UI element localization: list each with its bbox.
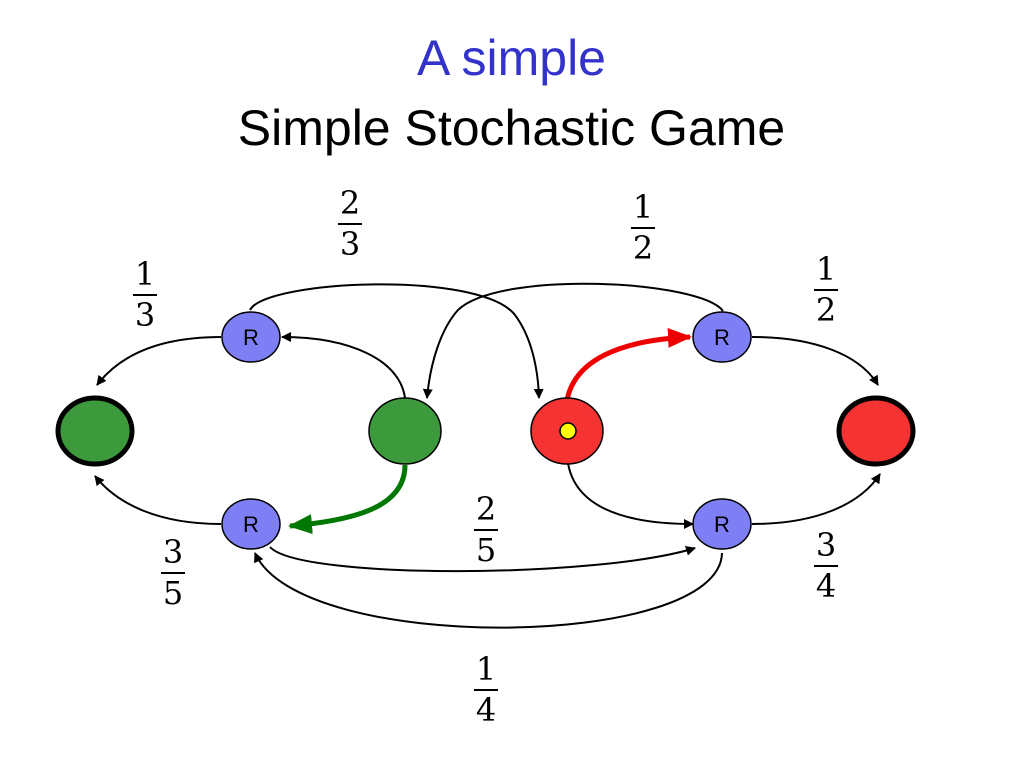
prob-denominator: 3 [340, 225, 360, 263]
prob-numerator: 2 [476, 490, 496, 528]
prob-top-left-to-min: 2 3 [338, 184, 362, 263]
edge-min-strategy-red [564, 327, 692, 401]
edge-rtl-to-min [249, 283, 544, 399]
edge-max-strategy-green [288, 464, 408, 535]
prob-denominator: 4 [816, 567, 836, 605]
prob-numerator: 3 [163, 533, 183, 571]
random-node-top-left: R [221, 311, 281, 363]
prob-bottom-left-to-left-sink: 3 5 [161, 533, 185, 612]
token-marker [559, 422, 577, 440]
random-node-label: R [243, 325, 259, 350]
prob-top-right-to-right-sink: 1 2 [814, 250, 838, 329]
random-node-label: R [714, 512, 730, 537]
prob-denominator: 5 [163, 574, 183, 612]
prob-denominator: 2 [633, 229, 653, 267]
edge-rbl-to-rbr [269, 545, 696, 573]
title-line-1: A simple [417, 30, 606, 86]
random-node-label: R [714, 325, 730, 350]
random-node-top-right: R [692, 311, 752, 363]
prob-bottom-right-to-bottom-left: 1 4 [474, 650, 498, 729]
prob-numerator: 1 [476, 650, 496, 688]
edge-rbr-to-rbl [254, 552, 723, 629]
prob-numerator: 2 [340, 184, 360, 222]
edge-rtl-to-left-sink [96, 336, 222, 386]
max-node [368, 397, 442, 465]
prob-top-left-to-left-sink: 1 3 [133, 255, 157, 334]
edge-min-to-rbr [567, 462, 694, 529]
prob-denominator: 2 [816, 291, 836, 329]
random-node-bottom-left: R [221, 498, 281, 550]
prob-numerator: 1 [135, 255, 155, 293]
prob-top-right-to-max: 1 2 [631, 188, 655, 267]
edge-rbl-to-left-sink [94, 475, 222, 525]
random-node-label: R [243, 512, 259, 537]
prob-denominator: 5 [476, 531, 496, 569]
right-sink-node [836, 395, 916, 467]
prob-bottom-right-to-right-sink: 3 4 [814, 526, 838, 605]
random-node-bottom-right: R [692, 498, 752, 550]
prob-numerator: 3 [816, 526, 836, 564]
edge-rbr-to-right-sink [751, 473, 881, 525]
left-sink-node [55, 395, 135, 467]
prob-bottom-left-to-bottom-right: 2 5 [474, 490, 498, 569]
edge-rtr-to-max [422, 282, 724, 399]
prob-numerator: 1 [816, 250, 836, 288]
title-line-2: Simple Stochastic Game [237, 100, 786, 156]
edge-rtr-to-right-sink [751, 336, 879, 386]
prob-denominator: 3 [135, 296, 155, 334]
prob-numerator: 1 [633, 188, 653, 226]
prob-denominator: 4 [476, 691, 496, 729]
edge-max-to-rtl [281, 332, 406, 399]
